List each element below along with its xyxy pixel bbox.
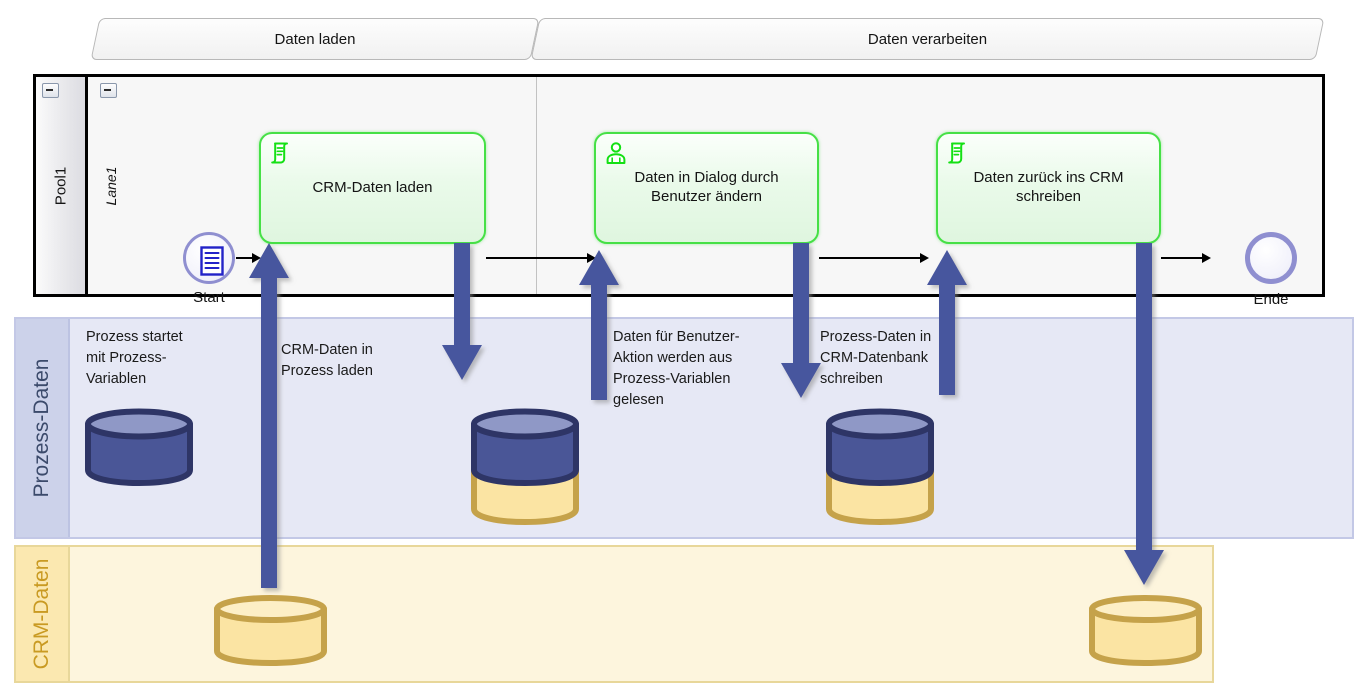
band-header: Prozess-Daten (16, 319, 70, 537)
pool-collapse-icon[interactable] (42, 83, 59, 98)
datastore-crm-target (1089, 595, 1202, 666)
end-event-label: Ende (1253, 291, 1289, 308)
task-daten-zurueck-ins-crm[interactable]: Daten zurück ins CRM schreiben (936, 132, 1161, 244)
note-prozess-startet: Prozess startet mit Prozess- Variablen (86, 329, 183, 388)
end-event[interactable]: Ende (1245, 232, 1297, 308)
band-title: Prozess-Daten (30, 358, 53, 498)
sequence-flow-start-to-load (236, 257, 255, 259)
datastore-process-and-crm-2 (826, 408, 934, 525)
sequence-flow-write-to-end (1161, 257, 1205, 259)
task-crm-daten-laden[interactable]: CRM-Daten laden (259, 132, 486, 244)
form-document-icon (200, 246, 224, 276)
user-task-icon (606, 142, 626, 164)
phase-label: Daten laden (274, 30, 356, 48)
script-task-icon (271, 142, 288, 164)
task-daten-in-dialog[interactable]: Daten in Dialog durch Benutzer ändern (594, 132, 819, 244)
phase-banner-daten-verarbeiten: Daten verarbeiten (530, 18, 1325, 60)
task-label: CRM-Daten laden (312, 178, 433, 196)
band-crm-daten: CRM-Daten (14, 545, 1214, 683)
pool: Pool1 Lane1 Start (33, 74, 1325, 308)
pool-label: Pool1 (52, 166, 69, 205)
start-event-label: Start (193, 289, 225, 306)
note-crm-daten-laden: CRM-Daten in Prozess laden (281, 342, 373, 380)
datastore-process-variables (85, 408, 193, 486)
sequence-flow-user-to-write (819, 257, 923, 259)
sequence-flow-load-to-user (486, 257, 590, 259)
sequence-flow-arrowhead (920, 253, 929, 263)
band-title: CRM-Daten (30, 558, 53, 670)
datastore-process-and-crm-1 (471, 408, 579, 525)
note-prozess-daten-schreiben: Prozess-Daten in CRM-Datenbank schreiben (820, 329, 932, 388)
sequence-flow-arrowhead (587, 253, 596, 263)
start-event[interactable]: Start (183, 232, 235, 306)
note-daten-fuer-benutzer-aktion: Daten für Benutzer- Aktion werden aus Pr… (613, 329, 740, 409)
lane-label: Lane1 (103, 166, 119, 205)
band-header: CRM-Daten (16, 547, 70, 681)
phase-banner-daten-laden: Daten laden (90, 18, 540, 60)
pool-header: Pool1 (36, 77, 88, 294)
script-task-icon (948, 142, 965, 164)
task-label: Daten in Dialog durch Benutzer ändern (634, 169, 779, 205)
datastore-crm-source (214, 595, 327, 666)
phase-label: Daten verarbeiten (867, 30, 988, 48)
sequence-flow-arrowhead (252, 253, 261, 263)
lane-collapse-icon[interactable] (100, 83, 117, 98)
task-label: Daten zurück ins CRM schreiben (973, 169, 1124, 205)
sequence-flow-arrowhead (1202, 253, 1211, 263)
lane-header: Lane1 (91, 77, 131, 294)
phase-divider (536, 77, 537, 294)
